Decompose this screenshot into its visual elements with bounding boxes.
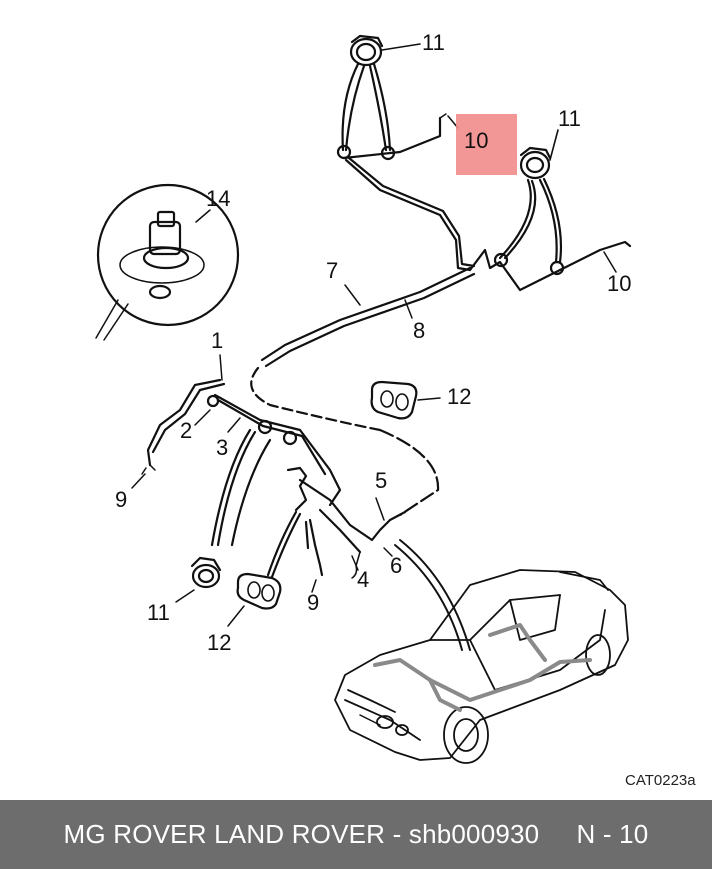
sensor-11-right [468,129,632,292]
sensor-11-top-left [341,34,421,152]
callout-12-lower: 12 [207,630,232,655]
callout-11-lower: 11 [147,600,170,625]
lead-to-car [399,539,471,651]
callout-9-lower: 9 [307,590,320,615]
car-harness-highlight [373,623,592,712]
callout-5: 5 [375,468,388,493]
callout-11-right: 11 [558,106,581,131]
connector-chain-top [336,113,476,272]
callout-8: 8 [413,318,426,343]
callout-12-upper: 12 [447,384,472,409]
callout-7: 7 [326,258,339,283]
callout-10-right: 10 [607,271,632,296]
highlight-box [456,114,517,175]
sensor-11-lower [175,556,222,603]
sensor-12-lower [227,572,282,627]
callout-9-left: 9 [115,487,128,512]
callout-4: 4 [357,567,370,592]
left-sub-harness [131,354,342,547]
main-harness-trunk [250,266,476,517]
catalog-reference: CAT0223a [625,772,696,789]
callout-2: 2 [180,418,193,443]
harness-diagram [95,34,632,764]
callout-14: 14 [206,186,231,211]
car-illustration [334,569,629,764]
footer-bar: MG ROVER LAND ROVER - shb000930 N - 10 [0,800,712,869]
inset-detail-14 [95,183,240,341]
lower-harness [266,466,407,593]
callout-3: 3 [216,435,229,460]
sensor-12-upper [370,380,441,420]
footer-text: MG ROVER LAND ROVER - shb000930 N - 10 [63,819,649,849]
callout-1: 1 [211,328,224,353]
callout-10-highlighted: 10 [464,128,489,153]
callout-6: 6 [390,553,403,578]
callout-11-top: 11 [422,30,445,55]
